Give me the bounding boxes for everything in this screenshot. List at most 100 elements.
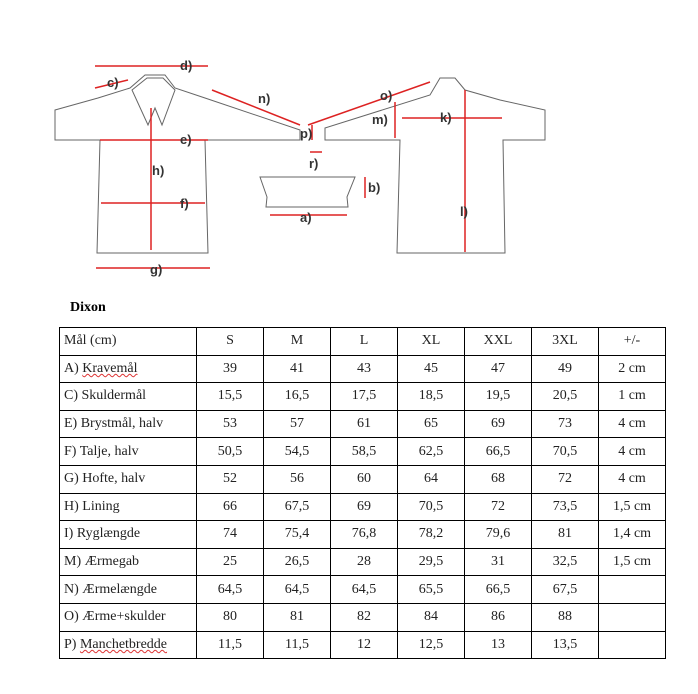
collar-front (131, 77, 176, 127)
value-cell (598, 575, 666, 604)
value-cell: 76,8 (330, 520, 398, 549)
spellcheck-word: Manchetbredde (79, 636, 168, 652)
measure-name: O) Ærme+skulder (59, 602, 197, 632)
shirt-back (324, 77, 546, 254)
value-cell: 81 (531, 520, 599, 549)
label-n: n) (258, 91, 270, 106)
label-p: p) (300, 126, 312, 141)
value-cell: 57 (263, 409, 331, 439)
measure-name: I) Ryglængde (59, 520, 197, 549)
header-cell: M (263, 327, 331, 356)
header-cell: 3XL (531, 327, 599, 356)
value-cell: 66 (196, 492, 264, 522)
value-cell: 69 (464, 409, 532, 439)
value-cell: 74 (196, 520, 264, 549)
value-cell: 16,5 (263, 382, 331, 411)
measure-name: E) Brystmål, halv (59, 409, 197, 439)
label-a: a) (300, 210, 312, 225)
shirt-measurement-diagram: d) c) e) h) f) g) n) p) r) o) m) k) l) b… (54, 58, 546, 277)
value-cell: 68 (464, 464, 532, 494)
value-cell: 64,5 (330, 575, 398, 604)
measure-name: A) Kravemål (59, 354, 197, 384)
value-cell: 61 (330, 409, 398, 439)
value-cell: 79,6 (464, 520, 532, 549)
value-cell: 1 cm (598, 382, 666, 411)
value-cell: 60 (330, 464, 398, 494)
value-cell: 58,5 (330, 437, 398, 466)
value-cell: 29,5 (397, 547, 465, 577)
measure-name: F) Talje, halv (59, 437, 197, 466)
label-r: r) (309, 156, 318, 171)
header-cell: XXL (464, 327, 532, 356)
value-cell: 69 (330, 492, 398, 522)
value-cell: 1,5 cm (598, 547, 666, 577)
label-f: f) (180, 196, 189, 211)
measure-name: H) Lining (59, 492, 197, 522)
value-cell: 84 (397, 602, 465, 632)
value-cell: 67,5 (531, 575, 599, 604)
value-cell: 17,5 (330, 382, 398, 411)
value-cell: 53 (196, 409, 264, 439)
value-cell: 2 cm (598, 354, 666, 384)
measure-name: N) Ærmelængde (59, 575, 197, 604)
value-cell: 1,5 cm (598, 492, 666, 522)
label-d: d) (180, 58, 192, 73)
value-cell: 12,5 (397, 630, 465, 660)
value-cell: 4 cm (598, 409, 666, 439)
header-cell: S (196, 327, 264, 356)
value-cell: 1,4 cm (598, 520, 666, 549)
value-cell: 4 cm (598, 464, 666, 494)
value-cell: 65,5 (397, 575, 465, 604)
value-cell: 67,5 (263, 492, 331, 522)
measure-name: C) Skuldermål (59, 382, 197, 411)
value-cell: 50,5 (196, 437, 264, 466)
value-cell: 20,5 (531, 382, 599, 411)
value-cell: 43 (330, 354, 398, 384)
measure-name: G) Hofte, halv (59, 464, 197, 494)
value-cell: 13,5 (531, 630, 599, 660)
value-cell: 75,4 (263, 520, 331, 549)
value-cell: 78,2 (397, 520, 465, 549)
value-cell (598, 602, 666, 632)
label-l: l) (460, 204, 468, 219)
value-cell: 66,5 (464, 575, 532, 604)
value-cell: 4 cm (598, 437, 666, 466)
value-cell: 70,5 (397, 492, 465, 522)
measure-name: P) Manchetbredde (59, 630, 197, 660)
value-cell: 31 (464, 547, 532, 577)
value-cell: 72 (531, 464, 599, 494)
value-cell: 81 (263, 602, 331, 632)
value-cell: 65 (397, 409, 465, 439)
value-cell: 73 (531, 409, 599, 439)
value-cell: 39 (196, 354, 264, 384)
value-cell: 86 (464, 602, 532, 632)
value-cell (598, 630, 666, 660)
shirt-front (54, 74, 301, 254)
value-cell: 47 (464, 354, 532, 384)
value-cell: 54,5 (263, 437, 331, 466)
label-o: o) (380, 88, 392, 103)
header-cell: L (330, 327, 398, 356)
value-cell: 82 (330, 602, 398, 632)
value-cell: 26,5 (263, 547, 331, 577)
value-cell: 62,5 (397, 437, 465, 466)
value-cell: 72 (464, 492, 532, 522)
spellcheck-word: Kravemål (82, 360, 138, 376)
value-cell: 64,5 (196, 575, 264, 604)
value-cell: 13 (464, 630, 532, 660)
label-k: k) (440, 110, 452, 125)
value-cell: 73,5 (531, 492, 599, 522)
value-cell: 64 (397, 464, 465, 494)
value-cell: 52 (196, 464, 264, 494)
label-c: c) (107, 75, 119, 90)
